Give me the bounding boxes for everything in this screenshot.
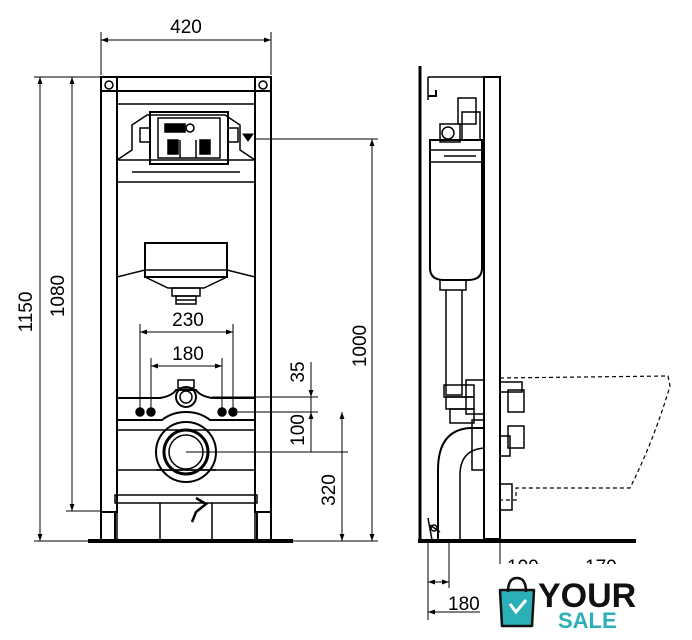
dim-outer-bolt-spacing: 230 [172,310,204,331]
top-left-hole [104,80,114,90]
side-cistern [429,139,483,281]
logo-word-your: YOUR [538,577,636,615]
frame-right-post [254,76,272,513]
dim-inner-bolt-spacing: 180 [172,344,204,365]
dim-outlet-offset: 100 [288,414,309,446]
flush-plate-mount [149,111,229,165]
frame-left-post [100,76,118,513]
bolt-hole-inner-right [217,407,227,417]
frame-top-bar [100,76,272,92]
dim-overall-height: 1150 [16,292,37,333]
right-foot [256,511,272,542]
logo-word-sale: SALE [558,608,617,633]
side-view [418,66,636,543]
side-outlet-elbow [437,427,484,540]
foot-bracket [190,496,209,523]
dim-outlet-height: 320 [319,474,340,506]
bolt-hole-outer-left [135,407,145,417]
dim-overall-width: 420 [170,17,202,38]
dim-bolt-offset: 35 [288,361,309,382]
left-foot [100,511,116,542]
top-right-hole [258,80,268,90]
dim-inner-height: 1080 [48,275,69,317]
dim-depth-min: 180 [448,594,480,615]
dim-top-height: 1000 [350,325,371,367]
front-dimension-labels: 420 1150 1080 1000 230 180 35 100 320 [16,17,371,506]
brand-logo: YOUR SALE [480,564,680,638]
toilet-bowl-outline [499,375,671,501]
bolt-hole-inner-left [146,407,156,417]
shopping-bag-icon [498,576,536,628]
cistern-bottom [144,242,228,278]
front-dimensions [34,32,378,542]
water-inlet [175,386,197,408]
bolt-hole-outer-right [228,407,238,417]
side-frame-profile [483,76,501,540]
bolt-bar [116,389,256,421]
front-view [88,76,293,543]
